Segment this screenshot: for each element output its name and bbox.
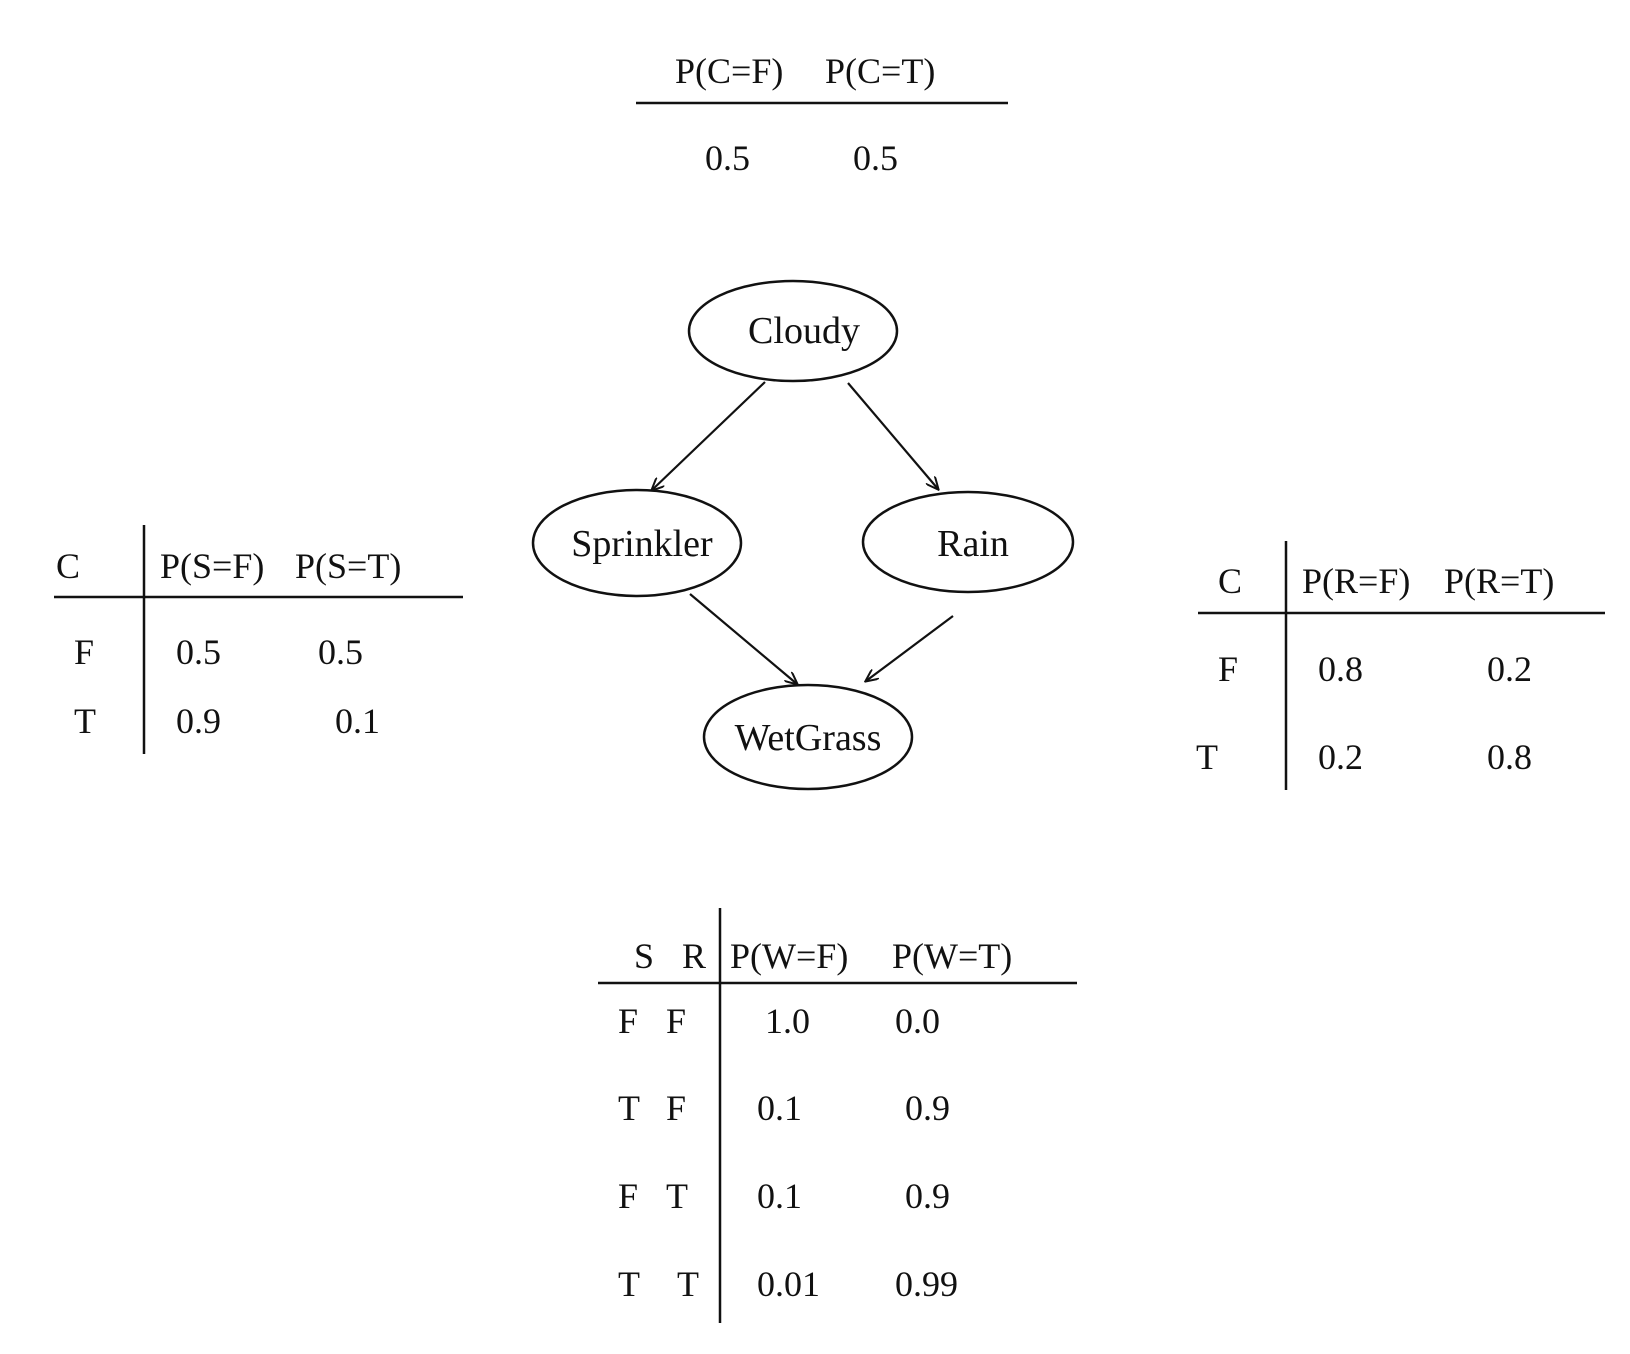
- cpt-rain-header-f: P(R=F): [1302, 561, 1410, 601]
- cpt-sprinkler-header-f: P(S=F): [160, 546, 264, 586]
- cpt-wetgrass-table: S R P(W=F) P(W=T) F F 1.0 0.0 T F 0.1 0.…: [598, 908, 1077, 1323]
- node-cloudy-label: Cloudy: [748, 310, 860, 352]
- node-rain-label: Rain: [937, 523, 1009, 565]
- cpt-wetgrass-row4-pf: 0.01: [757, 1264, 820, 1304]
- cpt-sprinkler-row1-pt: 0.5: [318, 632, 363, 672]
- cpt-rain-row2-pf: 0.2: [1318, 737, 1363, 777]
- edge-cloudy-sprinkler: [652, 381, 766, 490]
- node-rain-ellipse: [861, 490, 1075, 594]
- cpt-wetgrass-row1-s: F: [618, 1001, 638, 1041]
- cpt-cloudy-value-f: 0.5: [705, 138, 750, 178]
- cpt-rain-row2-pt: 0.8: [1487, 737, 1532, 777]
- cpt-rain-header-t: P(R=T): [1444, 561, 1554, 601]
- cpt-wetgrass-row3-s: F: [618, 1176, 638, 1216]
- network-graph: Cloudy Sprinkler Rain WetGrass: [531, 279, 1075, 791]
- node-wetgrass: WetGrass: [702, 683, 914, 791]
- cpt-wetgrass-row4-s: T: [618, 1264, 640, 1304]
- cpt-wetgrass-row2-pf: 0.1: [757, 1088, 802, 1128]
- node-sprinkler-ellipse: [531, 488, 743, 598]
- cpt-wetgrass-row4-r: T: [677, 1264, 699, 1304]
- cpt-sprinkler-row1-pf: 0.5: [176, 632, 221, 672]
- cpt-wetgrass-row3-pt: 0.9: [905, 1176, 950, 1216]
- cpt-wetgrass-row2-s: T: [618, 1088, 640, 1128]
- cpt-wetgrass-row3-r: T: [666, 1176, 688, 1216]
- cpt-cloudy-header-f: P(C=F): [675, 51, 783, 91]
- edge-cloudy-rain: [847, 382, 938, 489]
- node-wetgrass-ellipse: [702, 683, 914, 791]
- node-cloudy-ellipse: [687, 279, 899, 383]
- cpt-wetgrass-parent-header-s: S: [634, 936, 654, 976]
- cpt-sprinkler-row2-pf: 0.9: [176, 701, 221, 741]
- cpt-wetgrass-header-t: P(W=T): [892, 936, 1012, 976]
- cpt-rain-table: C P(R=F) P(R=T) F 0.8 0.2 T 0.2 0.8: [1196, 541, 1605, 790]
- cpt-wetgrass-row2-pt: 0.9: [905, 1088, 950, 1128]
- cpt-sprinkler-header-t: P(S=T): [295, 546, 401, 586]
- cpt-rain-row1-c: F: [1218, 649, 1238, 689]
- cpt-sprinkler-row2-c: T: [74, 701, 96, 741]
- cpt-wetgrass-row1-pt: 0.0: [895, 1001, 940, 1041]
- cpt-rain-parent-header: C: [1218, 561, 1242, 601]
- cpt-cloudy-table: P(C=F) P(C=T) 0.5 0.5: [636, 51, 1008, 178]
- cpt-rain-row2-c: T: [1196, 737, 1218, 777]
- node-sprinkler: Sprinkler: [531, 488, 743, 598]
- node-wetgrass-label: WetGrass: [735, 717, 882, 759]
- cpt-cloudy-value-t: 0.5: [853, 138, 898, 178]
- cpt-wetgrass-row1-pf: 1.0: [765, 1001, 810, 1041]
- node-sprinkler-label: Sprinkler: [571, 523, 713, 565]
- cpt-wetgrass-header-f: P(W=F): [730, 936, 848, 976]
- cpt-cloudy-header-t: P(C=T): [825, 51, 935, 91]
- cpt-wetgrass-parent-header-r: R: [682, 936, 706, 976]
- cpt-wetgrass-row3-pf: 0.1: [757, 1176, 802, 1216]
- edge-sprinkler-wetgrass: [689, 593, 797, 684]
- cpt-rain-row1-pt: 0.2: [1487, 649, 1532, 689]
- node-cloudy: Cloudy: [687, 279, 899, 383]
- cpt-rain-row1-pf: 0.8: [1318, 649, 1363, 689]
- cpt-sprinkler-parent-header: C: [56, 546, 80, 586]
- node-rain: Rain: [861, 490, 1075, 594]
- cpt-sprinkler-row1-c: F: [74, 632, 94, 672]
- cpt-sprinkler-row2-pt: 0.1: [335, 701, 380, 741]
- cpt-wetgrass-row1-r: F: [666, 1001, 686, 1041]
- cpt-wetgrass-row2-r: F: [666, 1088, 686, 1128]
- edge-rain-wetgrass: [866, 615, 954, 681]
- cpt-sprinkler-table: C P(S=F) P(S=T) F 0.5 0.5 T 0.9 0.1: [54, 525, 463, 754]
- cpt-wetgrass-row4-pt: 0.99: [895, 1264, 958, 1304]
